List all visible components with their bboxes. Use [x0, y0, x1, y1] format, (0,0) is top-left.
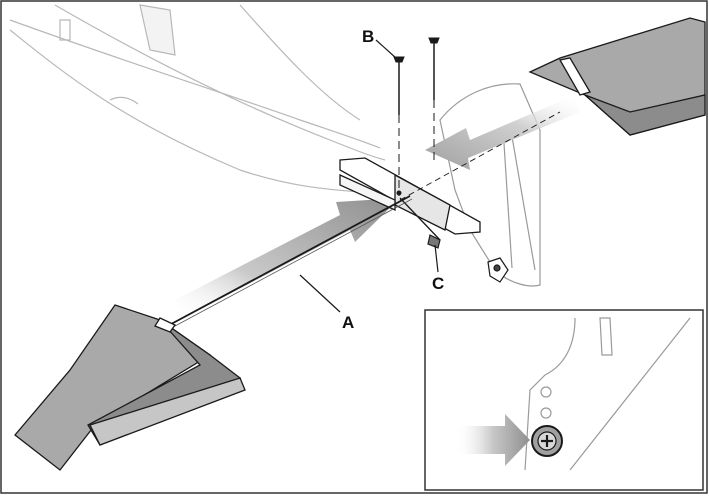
callout-label-b: B — [362, 27, 374, 46]
detail-inset — [425, 310, 703, 490]
vertical-fin — [440, 84, 540, 286]
fuselage — [10, 5, 395, 195]
callout-label-a: A — [342, 313, 354, 332]
left-stabilizer — [15, 305, 245, 470]
insert-arrow-icon — [175, 198, 400, 318]
screw-head-icon — [532, 426, 562, 456]
inset-border — [425, 310, 703, 490]
screw-hole — [397, 191, 402, 196]
callout-label-c: C — [432, 274, 444, 293]
